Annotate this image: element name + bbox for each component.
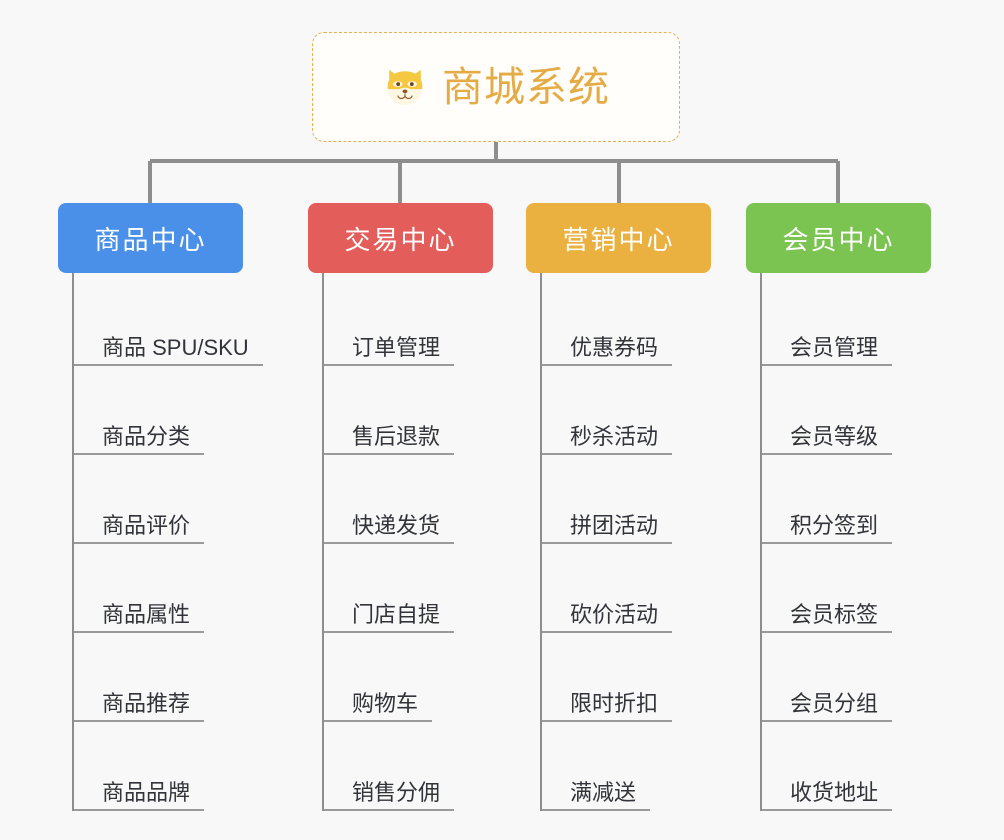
leaf-label: 优惠券码 xyxy=(570,334,659,360)
leaf-underline xyxy=(762,542,892,544)
leaf-item[interactable]: 售后退款 xyxy=(324,366,523,455)
leaf-label: 商品品牌 xyxy=(102,779,191,805)
leaf-underline xyxy=(324,631,454,633)
leaf-underline xyxy=(74,542,204,544)
branch-header-1[interactable]: 商品中心 xyxy=(58,203,243,273)
leaf-label: 购物车 xyxy=(352,690,419,716)
branch-header-label-3: 营销中心 xyxy=(562,224,675,255)
leaf-list-1: 商品 SPU/SKU 商品分类 商品评价 商品属性 商品推荐 商品品牌 xyxy=(72,273,273,811)
leaf-underline xyxy=(74,453,204,455)
leaf-label: 订单管理 xyxy=(352,334,441,360)
leaf-label: 门店自提 xyxy=(352,601,441,627)
leaf-item[interactable]: 会员标签 xyxy=(762,544,961,633)
leaf-label: 收货地址 xyxy=(790,779,879,805)
root-title: 商城系统 xyxy=(442,63,610,110)
leaf-underline xyxy=(762,364,892,366)
leaf-label: 售后退款 xyxy=(352,423,441,449)
branch-header-4[interactable]: 会员中心 xyxy=(746,203,931,273)
leaf-underline xyxy=(762,453,892,455)
branch-header-label-2: 交易中心 xyxy=(344,224,457,255)
leaf-label: 商品属性 xyxy=(102,601,191,627)
leaf-underline xyxy=(762,809,892,811)
branch-header-label-1: 商品中心 xyxy=(94,224,207,255)
root-node[interactable]: 商城系统 xyxy=(312,32,680,142)
branch-header-label-4: 会员中心 xyxy=(782,224,895,255)
leaf-underline xyxy=(762,631,892,633)
leaf-item[interactable]: 砍价活动 xyxy=(542,544,741,633)
leaf-item[interactable]: 订单管理 xyxy=(324,277,523,366)
leaf-item[interactable]: 门店自提 xyxy=(324,544,523,633)
leaf-item[interactable]: 商品推荐 xyxy=(74,633,273,722)
leaf-item[interactable]: 拼团活动 xyxy=(542,455,741,544)
leaf-underline xyxy=(542,364,672,366)
leaf-item[interactable]: 商品评价 xyxy=(74,455,273,544)
leaf-label: 会员分组 xyxy=(790,690,879,716)
leaf-item[interactable]: 会员分组 xyxy=(762,633,961,722)
leaf-item[interactable]: 优惠券码 xyxy=(542,277,741,366)
leaf-underline xyxy=(324,453,454,455)
leaf-label: 商品推荐 xyxy=(102,690,191,716)
leaf-item[interactable]: 销售分佣 xyxy=(324,722,523,811)
leaf-item[interactable]: 商品分类 xyxy=(74,366,273,455)
branch-column-1: 商品中心 商品 SPU/SKU 商品分类 商品评价 商品属性 商品推荐 xyxy=(58,203,273,811)
leaf-label: 商品分类 xyxy=(102,423,191,449)
branch-column-2: 交易中心 订单管理 售后退款 快递发货 门店自提 购物车 xyxy=(308,203,523,811)
leaf-item[interactable]: 积分签到 xyxy=(762,455,961,544)
leaf-underline xyxy=(74,809,204,811)
branch-column-3: 营销中心 优惠券码 秒杀活动 拼团活动 砍价活动 限时折扣 xyxy=(526,203,741,811)
dog-face-icon xyxy=(387,69,423,105)
branch-column-4: 会员中心 会员管理 会员等级 积分签到 会员标签 会员分组 xyxy=(746,203,961,811)
leaf-label: 商品评价 xyxy=(102,512,191,538)
leaf-label: 会员等级 xyxy=(790,423,879,449)
branch-header-3[interactable]: 营销中心 xyxy=(526,203,711,273)
leaf-item[interactable]: 商品 SPU/SKU xyxy=(74,277,273,366)
leaf-underline xyxy=(74,364,263,366)
leaf-label: 限时折扣 xyxy=(570,690,659,716)
leaf-item[interactable]: 限时折扣 xyxy=(542,633,741,722)
leaf-list-3: 优惠券码 秒杀活动 拼团活动 砍价活动 限时折扣 满减送 xyxy=(540,273,741,811)
leaf-item[interactable]: 满减送 xyxy=(542,722,741,811)
leaf-item[interactable]: 购物车 xyxy=(324,633,523,722)
leaf-item[interactable]: 收货地址 xyxy=(762,722,961,811)
leaf-underline xyxy=(324,542,454,544)
leaf-underline xyxy=(542,809,650,811)
leaf-label: 砍价活动 xyxy=(570,601,659,627)
leaf-label: 快递发货 xyxy=(352,512,441,538)
leaf-label: 会员标签 xyxy=(790,601,879,627)
leaf-label: 商品 SPU/SKU xyxy=(102,334,249,360)
leaf-list-2: 订单管理 售后退款 快递发货 门店自提 购物车 销售分佣 xyxy=(322,273,523,811)
leaf-item[interactable]: 商品属性 xyxy=(74,544,273,633)
leaf-underline xyxy=(542,453,672,455)
leaf-label: 销售分佣 xyxy=(352,779,441,805)
leaf-underline xyxy=(74,631,204,633)
leaf-item[interactable]: 商品品牌 xyxy=(74,722,273,811)
leaf-item[interactable]: 快递发货 xyxy=(324,455,523,544)
leaf-list-4: 会员管理 会员等级 积分签到 会员标签 会员分组 收货地址 xyxy=(760,273,961,811)
leaf-underline xyxy=(542,542,672,544)
leaf-underline xyxy=(74,720,204,722)
leaf-item[interactable]: 会员管理 xyxy=(762,277,961,366)
leaf-label: 秒杀活动 xyxy=(570,423,659,449)
leaf-label: 拼团活动 xyxy=(570,512,659,538)
branch-header-2[interactable]: 交易中心 xyxy=(308,203,493,273)
leaf-label: 满减送 xyxy=(570,779,637,805)
leaf-item[interactable]: 秒杀活动 xyxy=(542,366,741,455)
leaf-label: 会员管理 xyxy=(790,334,879,360)
leaf-underline xyxy=(762,720,892,722)
leaf-underline xyxy=(324,720,432,722)
leaf-underline xyxy=(542,631,672,633)
leaf-underline xyxy=(324,809,454,811)
leaf-item[interactable]: 会员等级 xyxy=(762,366,961,455)
leaf-label: 积分签到 xyxy=(790,512,879,538)
leaf-underline xyxy=(542,720,672,722)
leaf-underline xyxy=(324,364,454,366)
